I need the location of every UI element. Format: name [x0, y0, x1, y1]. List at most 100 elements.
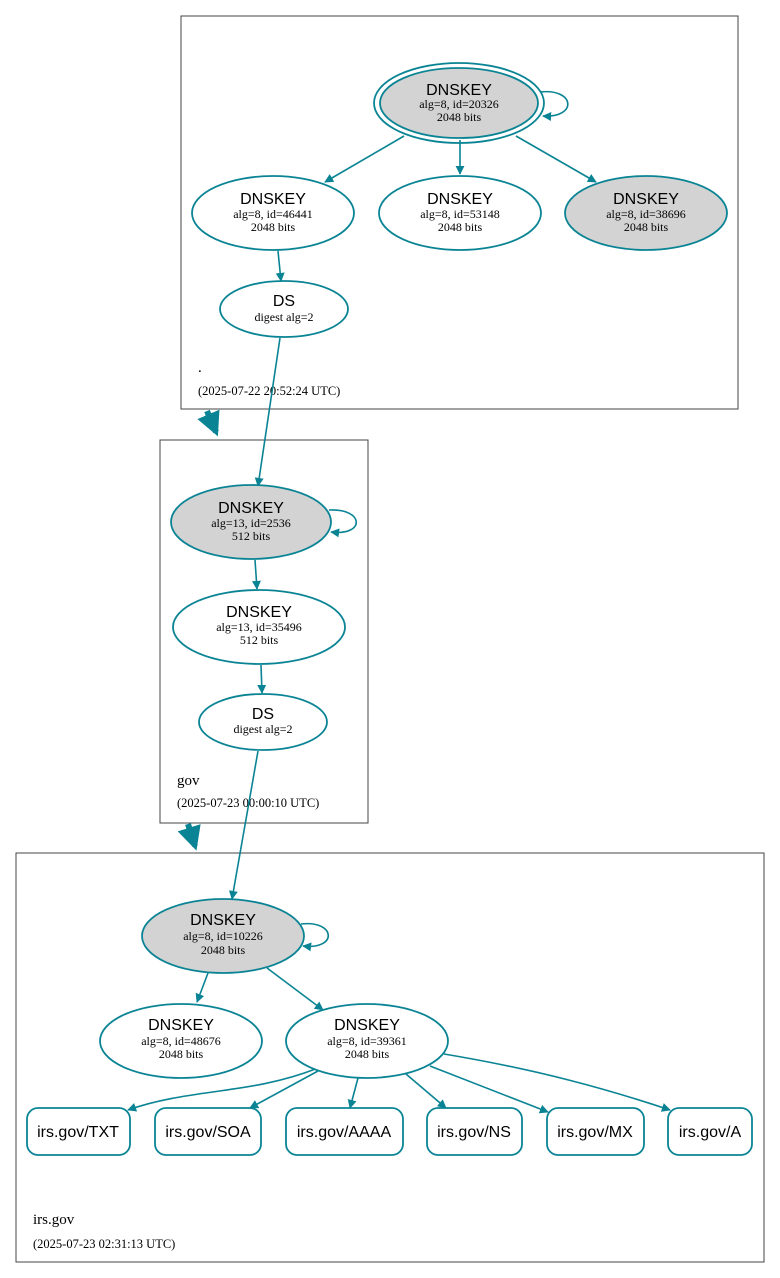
zone-irs-box: [15, 852, 765, 1263]
node-root-ksk-line1: alg=8, id=20326: [419, 97, 499, 111]
node-irs-zsk1-title: DNSKEY: [148, 1017, 214, 1034]
edge-gov-zsk-ds: [257, 664, 267, 694]
node-root-ksk-title: DNSKEY: [426, 82, 492, 99]
zone-root-name: .: [198, 360, 202, 376]
rrset-ns-label: irs.gov/NS: [437, 1124, 511, 1141]
rrset-a-box: [667, 1107, 753, 1156]
node-irs-zsk2[interactable]: DNSKEY alg=8, id=39361 2048 bits: [285, 1003, 449, 1079]
node-gov-ds[interactable]: DS digest alg=2: [198, 693, 328, 751]
edge-irs-zsk2-soa: [249, 1070, 319, 1109]
node-root-ksk-line2: 2048 bits: [437, 110, 482, 124]
rrset-aaaa[interactable]: irs.gov/AAAA: [285, 1107, 404, 1156]
node-root-ds-title: DS: [273, 293, 295, 310]
node-root-zsk3-title: DNSKEY: [613, 191, 679, 208]
node-root-ksk[interactable]: DNSKEY alg=8, id=20326 2048 bits: [373, 62, 545, 144]
node-irs-ksk-line1: alg=8, id=10226: [183, 929, 263, 943]
node-root-zsk2-line2: 2048 bits: [438, 220, 483, 234]
rrset-ns[interactable]: irs.gov/NS: [426, 1107, 523, 1156]
zone-irs-name: irs.gov: [33, 1212, 75, 1228]
edge-root-ds-gov-ksk: [254, 337, 281, 487]
node-root-zsk1[interactable]: DNSKEY alg=8, id=46441 2048 bits: [191, 175, 355, 251]
node-root-zsk1-line1: alg=8, id=46441: [233, 207, 313, 221]
rrset-ns-box: [426, 1107, 523, 1156]
node-root-zsk1-title: DNSKEY: [240, 191, 306, 208]
rrset-mx-box: [546, 1107, 645, 1156]
edge-gov-ksk-self: [328, 509, 358, 538]
node-gov-ds-title: DS: [252, 706, 274, 723]
edge-irs-zsk2-a: [443, 1053, 671, 1112]
node-root-zsk2-line1: alg=8, id=53148: [420, 207, 500, 221]
node-irs-zsk1-line1: alg=8, id=48676: [141, 1034, 221, 1048]
zone-root-timestamp: (2025-07-22 20:52:24 UTC): [198, 384, 340, 398]
node-root-zsk1-shape: [191, 175, 355, 251]
node-gov-ksk-line1: alg=13, id=2536: [211, 516, 291, 530]
node-gov-ksk-title: DNSKEY: [218, 500, 284, 517]
rrset-txt-box: [26, 1107, 131, 1156]
node-root-zsk1-line2: 2048 bits: [251, 220, 296, 234]
rrset-soa-label: irs.gov/SOA: [165, 1124, 251, 1141]
zone-gov-box: [159, 439, 369, 824]
node-root-zsk3[interactable]: DNSKEY alg=8, id=38696 2048 bits: [564, 175, 728, 251]
node-gov-zsk-line2: 512 bits: [240, 633, 279, 647]
zone-irs: irs.gov (2025-07-23 02:31:13 UTC): [15, 852, 765, 1263]
delegation-arrow-gov-irs: [177, 823, 201, 851]
rrset-a[interactable]: irs.gov/A: [667, 1107, 753, 1156]
node-gov-zsk-shape: [172, 589, 346, 665]
node-gov-zsk-title: DNSKEY: [226, 604, 292, 621]
node-root-ds-line1: digest alg=2: [254, 310, 313, 324]
node-irs-zsk1-line2: 2048 bits: [159, 1047, 204, 1061]
node-irs-zsk1-shape: [99, 1003, 263, 1079]
edge-irs-ksk-self: [300, 922, 329, 952]
edge-irs-zsk2-aaaa: [347, 1077, 359, 1109]
edge-irs-zsk2-ns: [405, 1073, 447, 1109]
rrset-txt[interactable]: irs.gov/TXT: [26, 1107, 131, 1156]
rrset-soa-box: [154, 1107, 262, 1156]
node-irs-ksk-shape: [141, 898, 305, 974]
edge-irs-zsk2-mx: [429, 1065, 549, 1114]
node-root-zsk2[interactable]: DNSKEY alg=8, id=53148 2048 bits: [378, 175, 542, 251]
node-gov-ds-shape: [198, 693, 328, 751]
zone-gov-name: gov: [177, 773, 200, 789]
node-root-ksk-shape: [379, 67, 539, 139]
node-root-zsk2-shape: [378, 175, 542, 251]
zone-root: . (2025-07-22 20:52:24 UTC): [180, 15, 739, 410]
zone-root-box: [180, 15, 739, 410]
node-gov-ksk-line2: 512 bits: [232, 529, 271, 543]
delegation-arrow-root-gov: [197, 409, 220, 437]
node-root-ds[interactable]: DS digest alg=2: [219, 280, 349, 338]
rrset-soa[interactable]: irs.gov/SOA: [154, 1107, 262, 1156]
edge-irs-ksk-zsk2: [266, 967, 324, 1011]
node-root-ksk-outer-ring: [373, 62, 545, 144]
edge-root-zsk1-ds: [275, 250, 285, 282]
node-gov-ds-line1: digest alg=2: [233, 722, 292, 736]
node-irs-ksk[interactable]: DNSKEY alg=8, id=10226 2048 bits: [141, 898, 305, 974]
node-gov-zsk[interactable]: DNSKEY alg=13, id=35496 512 bits: [172, 589, 346, 665]
node-irs-zsk2-line2: 2048 bits: [345, 1047, 390, 1061]
node-irs-zsk2-line1: alg=8, id=39361: [327, 1034, 407, 1048]
edge-root-ksk-self: [539, 90, 569, 121]
edge-irs-ksk-zsk1: [195, 972, 209, 1003]
rrset-mx[interactable]: irs.gov/MX: [546, 1107, 645, 1156]
rrset-a-label: irs.gov/A: [679, 1124, 742, 1141]
edge-gov-ds-irs-ksk: [228, 750, 259, 900]
node-irs-ksk-line2: 2048 bits: [201, 943, 246, 957]
node-irs-zsk2-shape: [285, 1003, 449, 1079]
edge-root-ksk-zsk1: [324, 135, 405, 183]
edge-gov-ksk-zsk: [251, 559, 261, 590]
rrset-txt-label: irs.gov/TXT: [37, 1124, 119, 1141]
rrset-aaaa-label: irs.gov/AAAA: [297, 1124, 392, 1141]
edge-irs-zsk2-txt: [127, 1067, 319, 1112]
rrset-aaaa-box: [285, 1107, 404, 1156]
rrset-mx-label: irs.gov/MX: [557, 1124, 633, 1141]
node-root-zsk3-line2: 2048 bits: [624, 220, 669, 234]
edge-root-ksk-zsk3: [515, 135, 597, 183]
node-gov-zsk-line1: alg=13, id=35496: [216, 620, 302, 634]
node-irs-zsk1[interactable]: DNSKEY alg=8, id=48676 2048 bits: [99, 1003, 263, 1079]
node-gov-ksk[interactable]: DNSKEY alg=13, id=2536 512 bits: [170, 484, 332, 560]
zone-irs-timestamp: (2025-07-23 02:31:13 UTC): [33, 1237, 175, 1251]
node-root-ds-shape: [219, 280, 349, 338]
node-irs-zsk2-title: DNSKEY: [334, 1017, 400, 1034]
node-root-zsk2-title: DNSKEY: [427, 191, 493, 208]
node-root-zsk3-shape: [564, 175, 728, 251]
